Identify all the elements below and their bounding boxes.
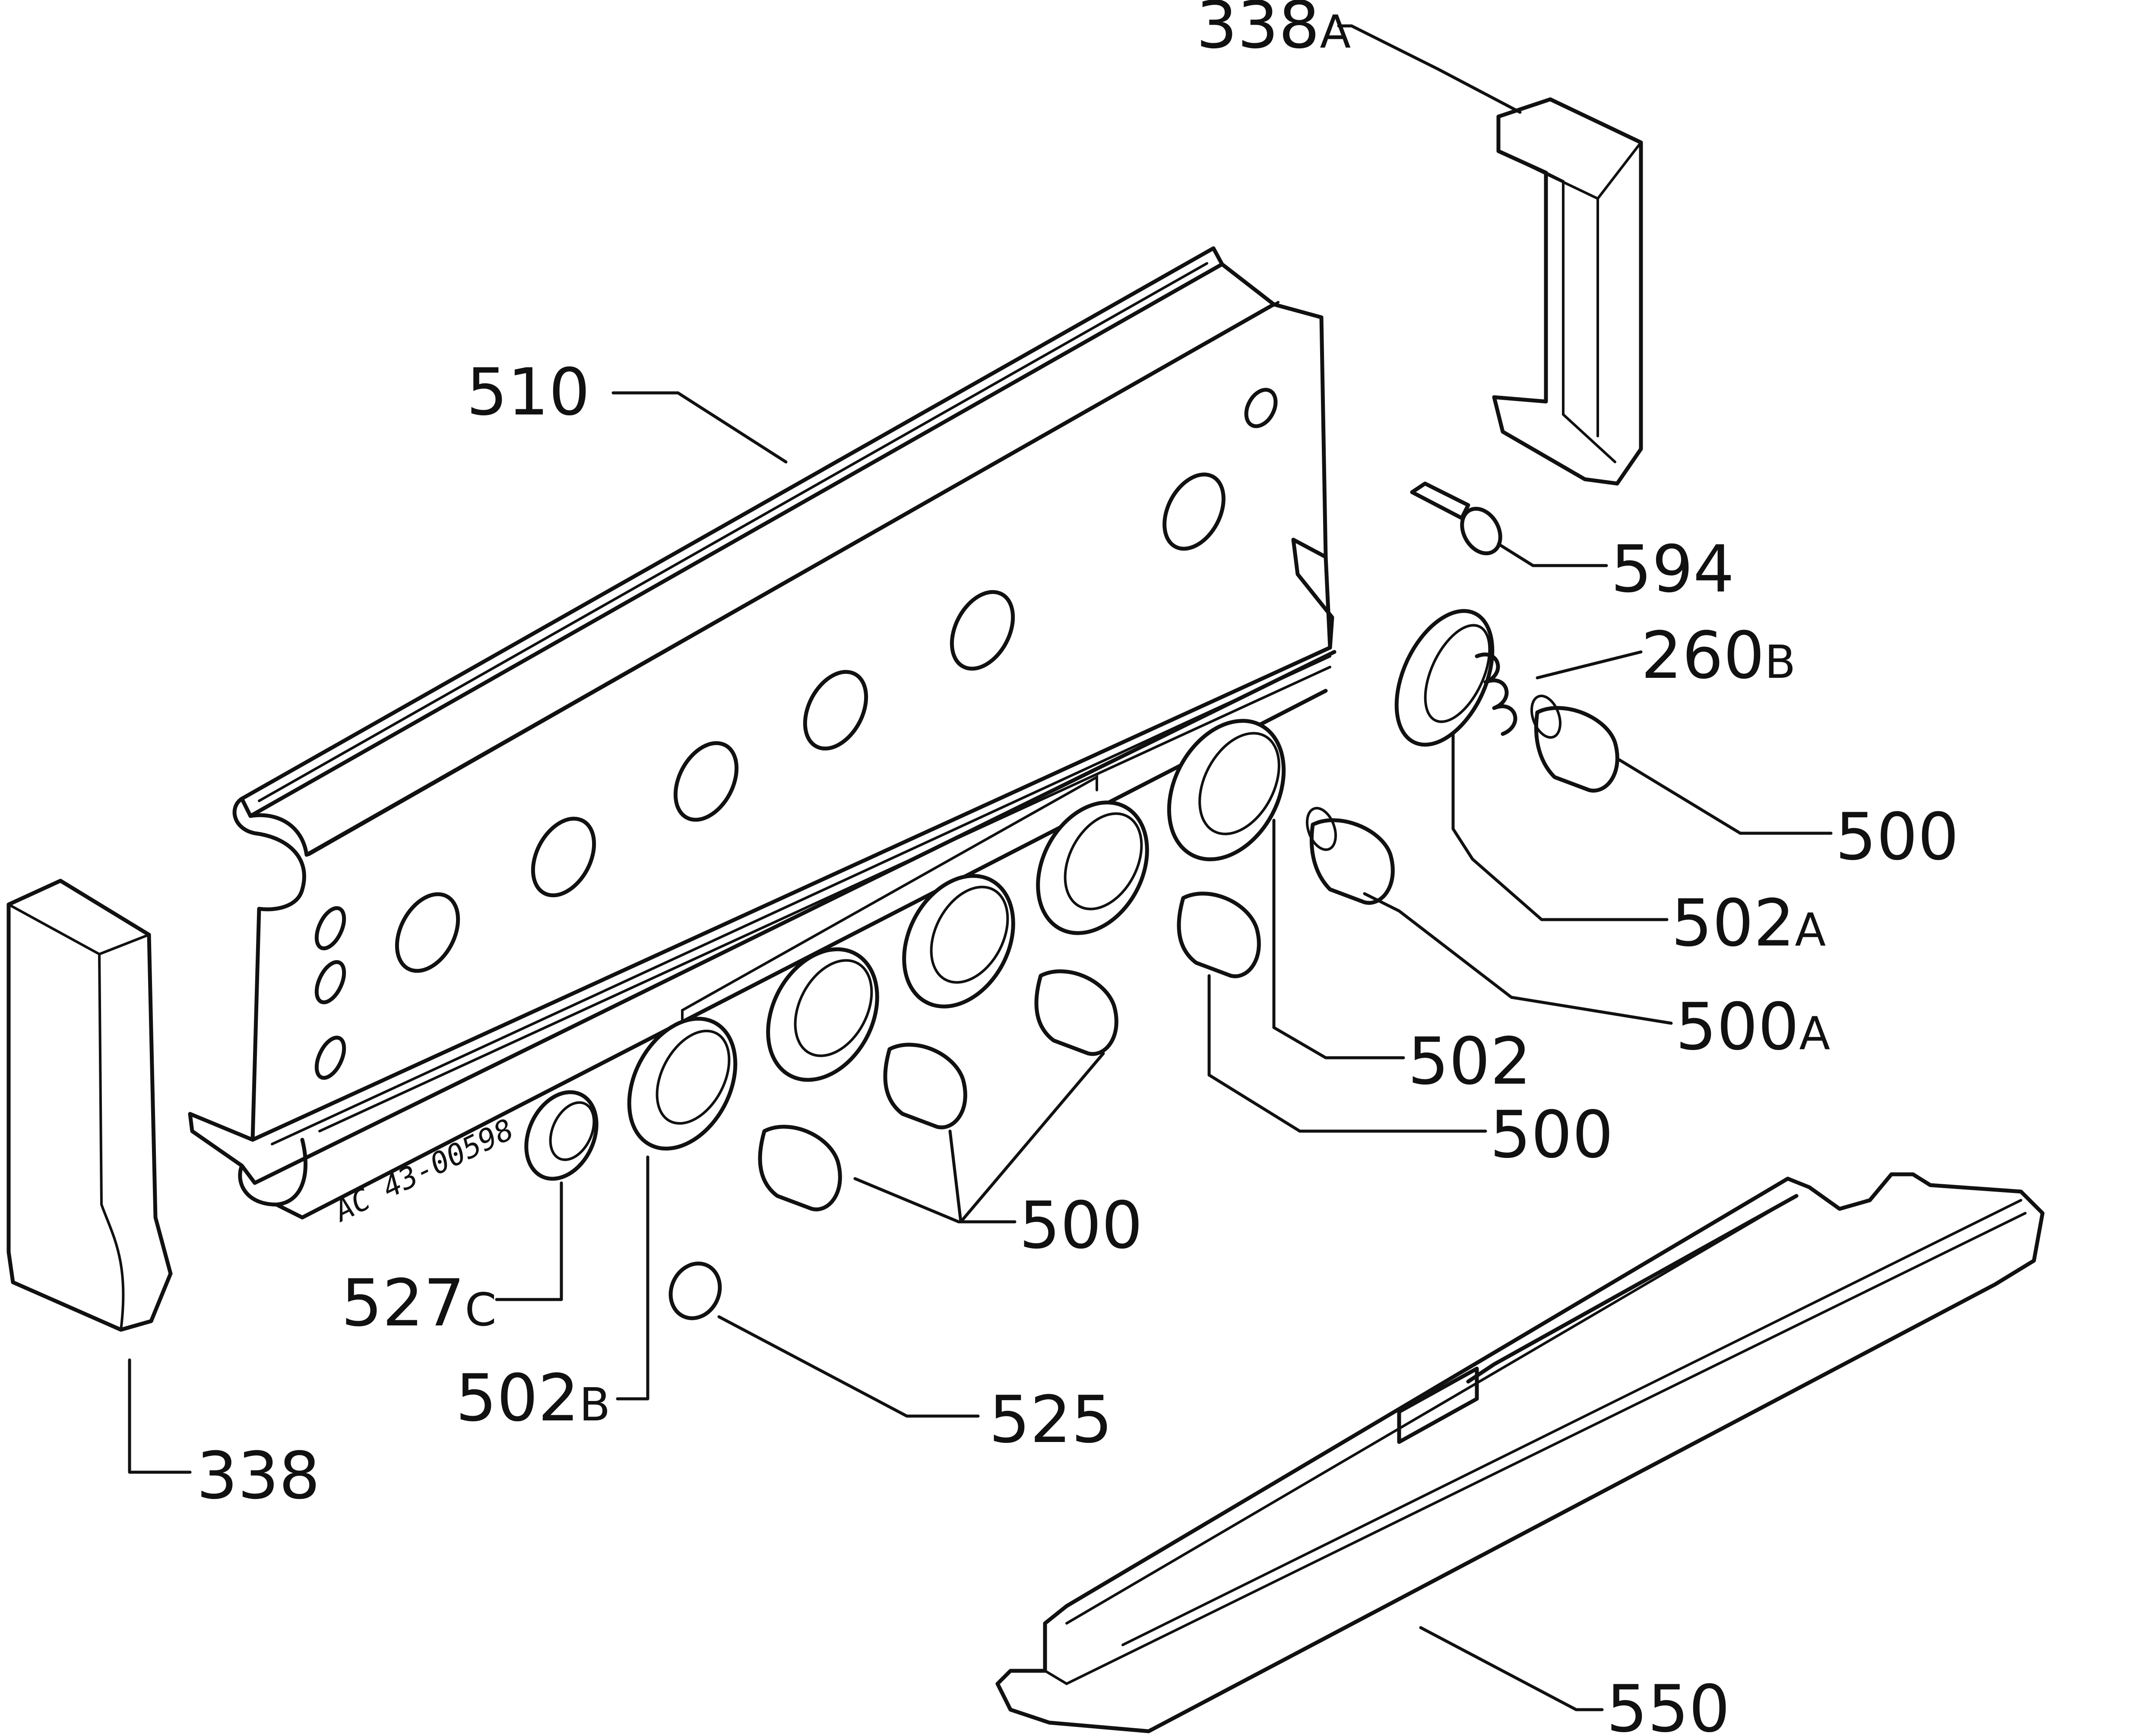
callout-number: 550	[1606, 1672, 1730, 1736]
callout-number: 502	[1408, 1024, 1531, 1099]
part-500-knob-top	[1530, 694, 1619, 793]
callout-number: 260	[1641, 618, 1764, 693]
callout-number: 500	[1019, 1188, 1143, 1263]
part-500A-knob	[1306, 806, 1395, 905]
callout-suffix: A	[1795, 904, 1826, 956]
svg-text:527C: 527C	[341, 1266, 497, 1341]
callout-suffix: C	[465, 1284, 496, 1336]
callout-500A: 500A	[1675, 990, 1830, 1065]
callout-number: 500	[1675, 990, 1799, 1065]
part-338A-end-cap-right	[1492, 97, 1643, 486]
part-525-bush	[668, 1262, 722, 1320]
callout-525: 525	[989, 1382, 1112, 1458]
part-number-stamp: AC 43-00598	[328, 1113, 519, 1229]
callout-500-top: 500	[1835, 800, 1959, 875]
part-502B-bezel	[627, 1017, 738, 1151]
part-510-control-panel: AC 43-00598	[188, 246, 1337, 1229]
callout-number: 500	[1835, 800, 1959, 875]
svg-text:338A: 338A	[1196, 0, 1351, 63]
part-bezel-row	[681, 775, 1149, 1082]
svg-text:502B: 502B	[456, 1361, 610, 1436]
svg-text:500: 500	[1835, 800, 1959, 875]
svg-text:500: 500	[1490, 1097, 1613, 1173]
svg-text:525: 525	[989, 1382, 1112, 1458]
callout-338A: 338A	[1196, 0, 1351, 63]
svg-text:260B: 260B	[1641, 618, 1796, 693]
callout-suffix: B	[579, 1379, 610, 1431]
svg-text:594: 594	[1611, 532, 1734, 607]
leader-lines	[128, 24, 1833, 1711]
callout-number: 502	[1671, 886, 1795, 961]
svg-text:500A: 500A	[1675, 990, 1830, 1065]
callout-550: 550	[1606, 1672, 1730, 1736]
callout-suffix: A	[1799, 1007, 1830, 1060]
callout-500-low: 500	[1019, 1188, 1143, 1263]
part-550-trim-strip	[995, 1172, 2045, 1733]
part-500-knob-mid	[1177, 892, 1261, 978]
callout-260B: 260B	[1641, 618, 1796, 693]
part-338-end-cap-left	[6, 879, 173, 1332]
part-502-bezel	[1167, 719, 1286, 861]
callout-number: 338	[196, 1439, 320, 1514]
part-260B-spring	[1475, 652, 1517, 736]
svg-text:510: 510	[466, 355, 590, 430]
callout-number: 527	[341, 1266, 465, 1341]
callout-594: 594	[1611, 532, 1734, 607]
part-500-knobs-lower	[758, 969, 1118, 1211]
callout-suffix: B	[1764, 636, 1796, 689]
callout-number: 594	[1611, 532, 1734, 607]
callout-500-mid: 500	[1490, 1097, 1613, 1173]
part-527C-bushing	[524, 1090, 599, 1181]
part-502A-bezel	[1394, 609, 1495, 747]
callout-502B: 502B	[456, 1361, 610, 1436]
callout-502: 502	[1408, 1024, 1531, 1099]
svg-text:500: 500	[1019, 1188, 1143, 1263]
callout-510: 510	[466, 355, 590, 430]
part-594-screw	[1410, 481, 1502, 556]
callout-number: 525	[989, 1382, 1112, 1458]
callout-number: 502	[456, 1361, 579, 1436]
callout-338: 338	[196, 1439, 320, 1514]
callout-number: 338	[1196, 0, 1320, 63]
svg-text:338: 338	[196, 1439, 320, 1514]
svg-text:502A: 502A	[1671, 886, 1826, 961]
callout-suffix: A	[1320, 6, 1351, 58]
svg-text:550: 550	[1606, 1672, 1730, 1736]
callout-number: 500	[1490, 1097, 1613, 1173]
svg-text:502: 502	[1408, 1024, 1531, 1099]
callout-527C: 527C	[341, 1266, 497, 1341]
callout-502A: 502A	[1671, 886, 1826, 961]
callout-number: 510	[466, 355, 590, 430]
